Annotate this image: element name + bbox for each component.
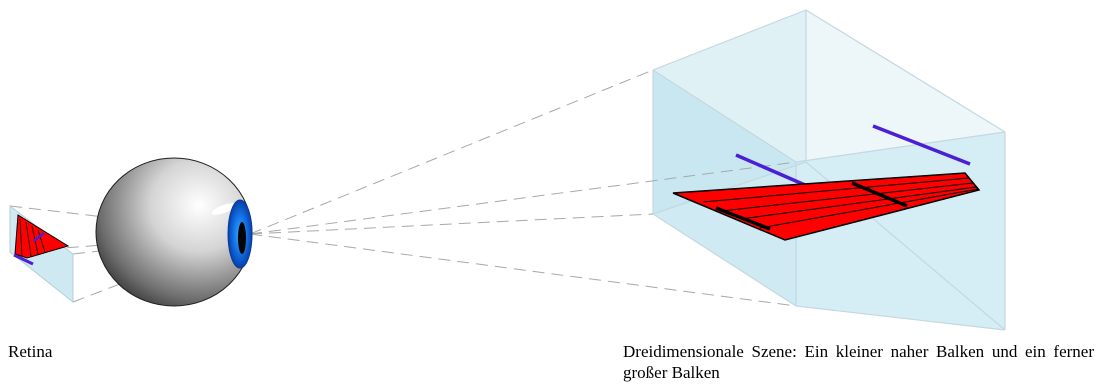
retina [9, 204, 74, 304]
box-face-front [653, 70, 796, 306]
eye-highlight-icon [211, 203, 237, 215]
near-small-bar [735, 153, 806, 187]
box-face-right [796, 132, 1005, 330]
ground-plane [672, 172, 981, 241]
scene-caption: Dreidimensionale Szene: Ein kleiner nahe… [623, 342, 1094, 382]
far-large-bar [872, 124, 971, 166]
eye [95, 157, 253, 307]
box-face-top [653, 10, 1005, 162]
retina-image-stripes [19, 218, 46, 257]
box-edges [652, 9, 1006, 331]
ground-plane-crossbar [851, 181, 908, 208]
scene-box [652, 9, 1006, 331]
retina-small-bar [33, 232, 45, 242]
ground-plane-near-crossbar [715, 206, 771, 231]
pupil [238, 222, 246, 254]
retina-caption: Retina [8, 342, 53, 361]
ground-plane-stripes [702, 177, 979, 229]
retina-large-bar [13, 253, 34, 266]
